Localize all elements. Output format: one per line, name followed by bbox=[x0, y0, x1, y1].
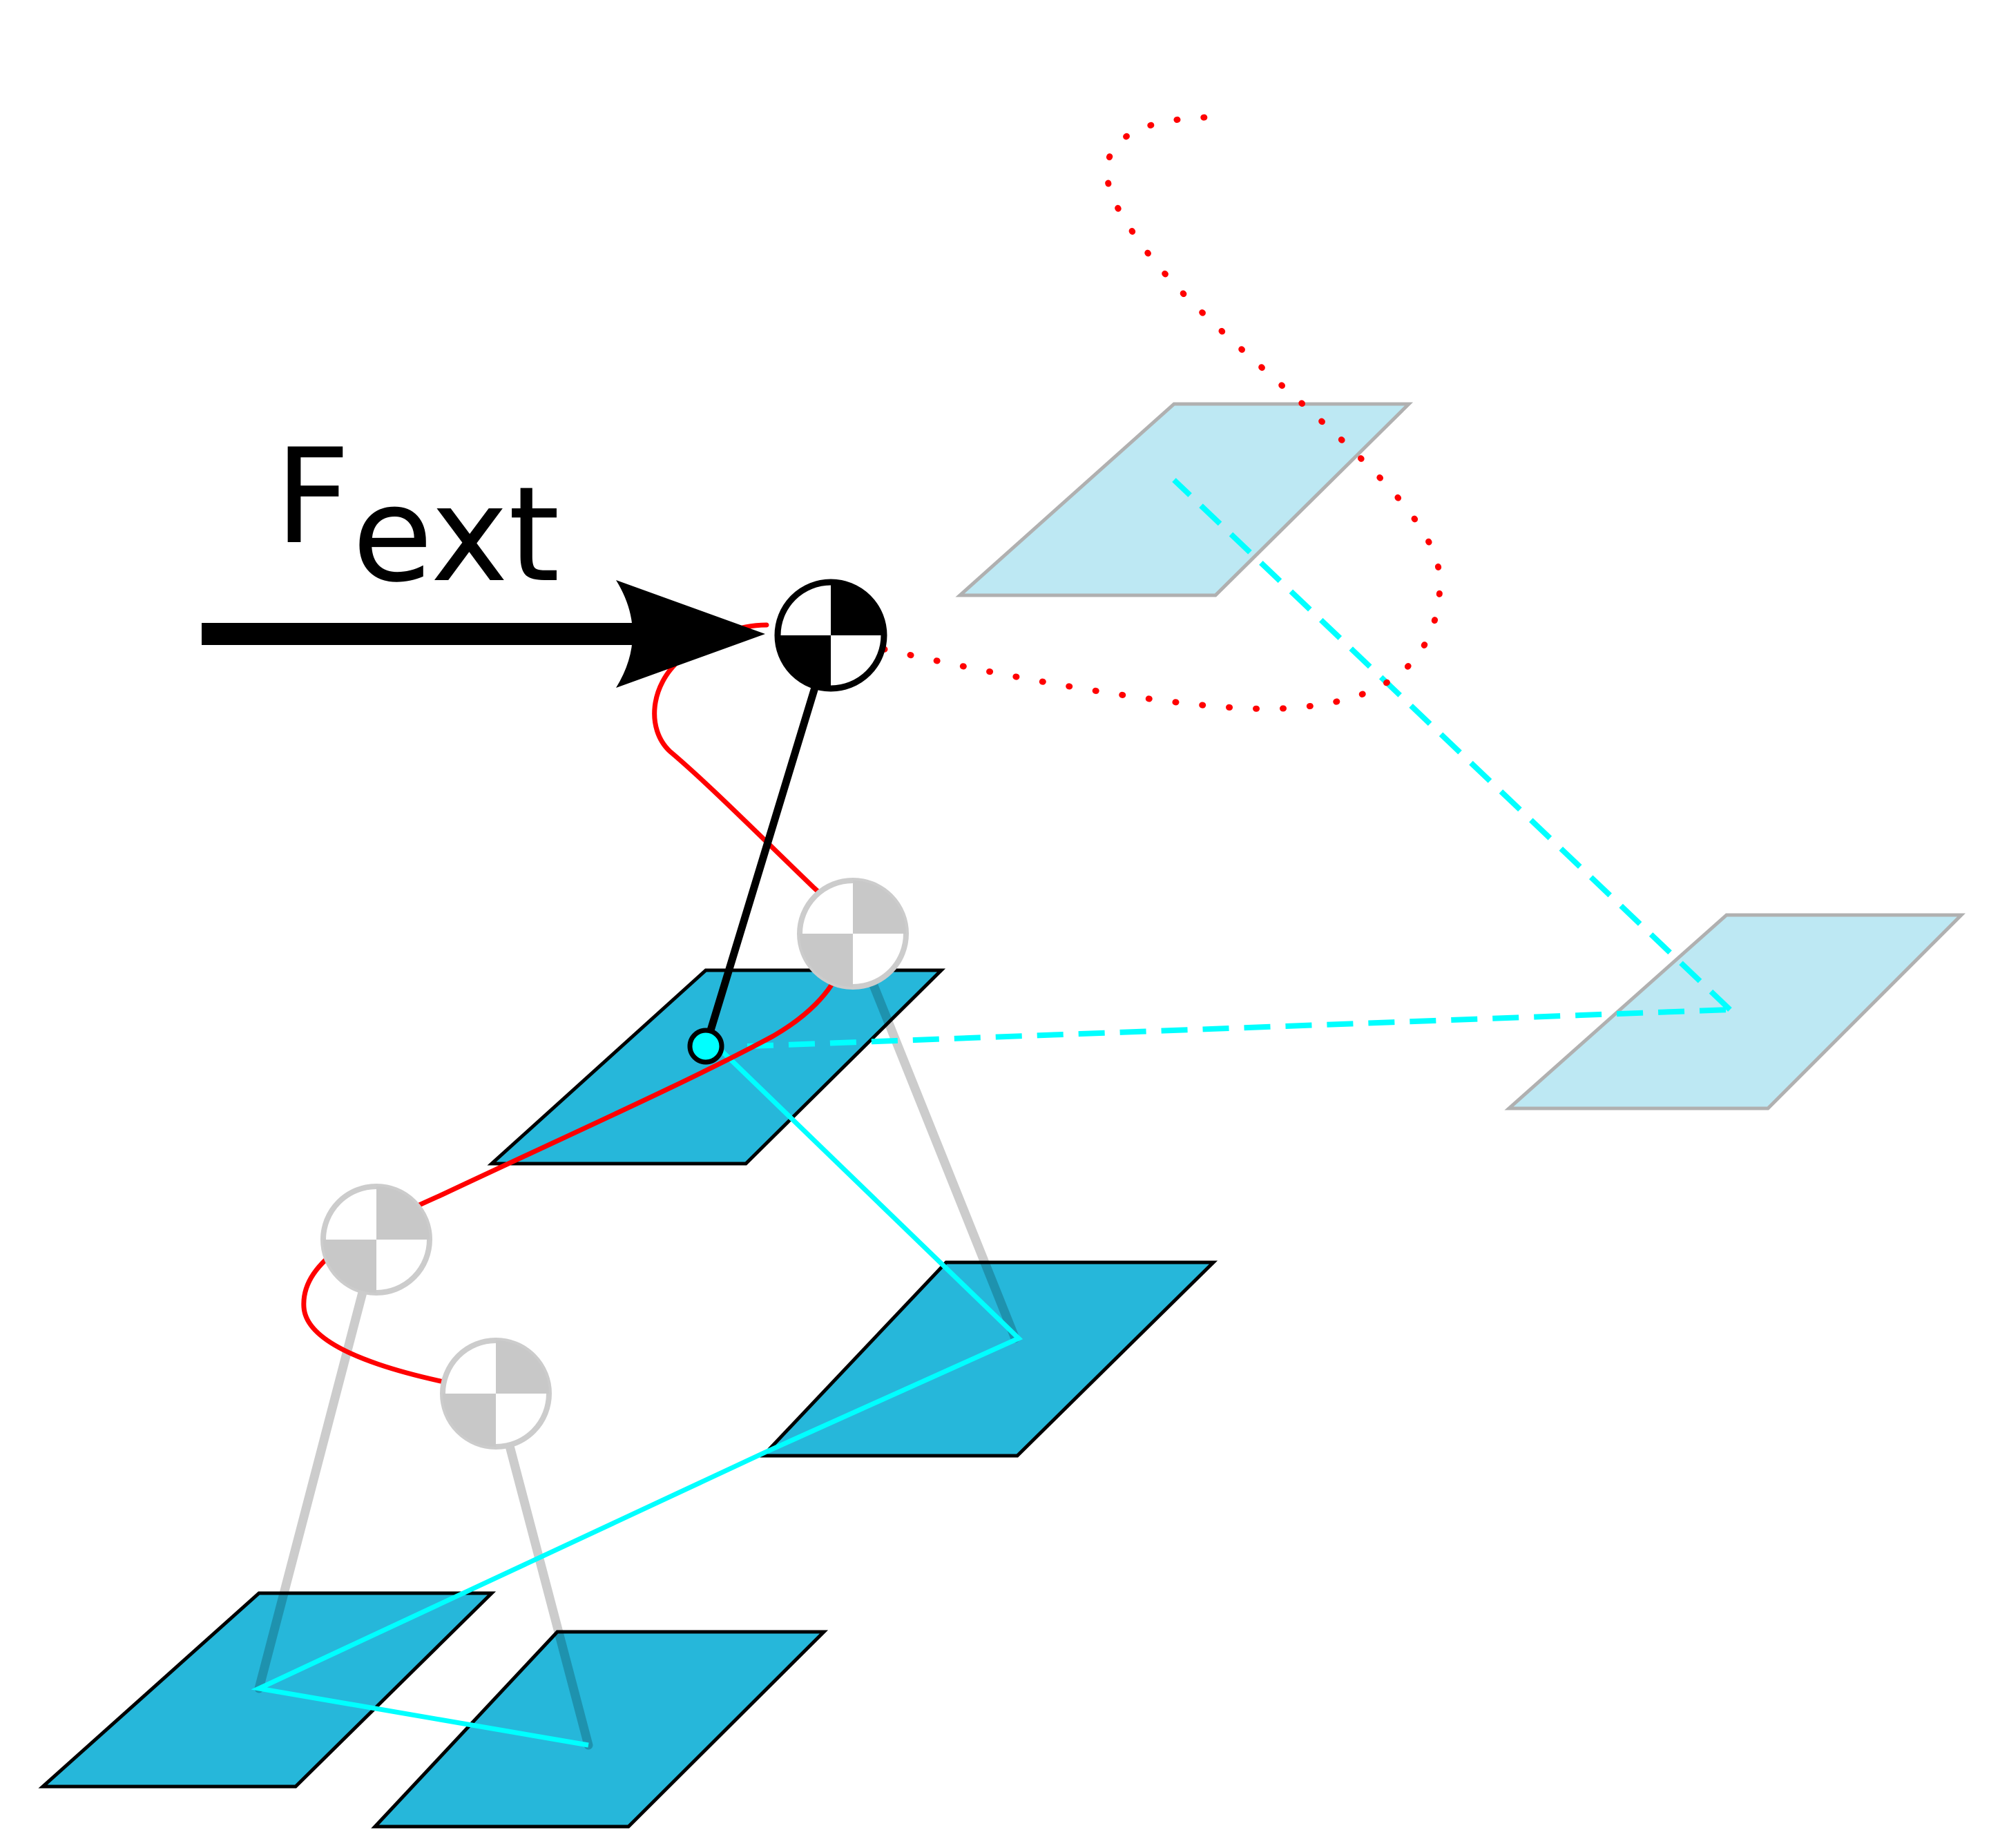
planned-path-to-upper-foothold bbox=[1172, 478, 1732, 1012]
planned-contact-path bbox=[747, 478, 1732, 1049]
arrow-right-icon bbox=[616, 580, 765, 688]
force-arrow bbox=[202, 580, 765, 688]
contact-point bbox=[687, 1028, 724, 1065]
future-foothold-right bbox=[1504, 913, 1966, 1110]
ghost-leg-3 bbox=[848, 929, 1020, 1343]
ghost-com-marker-2 bbox=[440, 1338, 552, 1450]
force-label: F ext bbox=[275, 421, 560, 611]
foothold-middle-right bbox=[759, 1260, 1218, 1458]
ghost-legs bbox=[254, 929, 1020, 1750]
ghost-leg-2 bbox=[491, 1389, 593, 1750]
foothold-bottom-center bbox=[371, 1630, 829, 1829]
ghost-com-markers bbox=[320, 878, 909, 1450]
force-label-symbol: F bbox=[275, 421, 350, 573]
current-leg bbox=[702, 631, 835, 1050]
ghost-com-marker-1 bbox=[320, 1184, 432, 1296]
com-marker bbox=[774, 579, 887, 692]
footholds bbox=[38, 968, 1218, 1829]
ghost-leg-1 bbox=[254, 1235, 381, 1693]
force-label-subscript: ext bbox=[352, 459, 560, 611]
contact-path bbox=[251, 1044, 1023, 1748]
ghost-com-marker-3 bbox=[797, 878, 909, 990]
future-footholds bbox=[955, 402, 1966, 1110]
future-foothold-upper bbox=[955, 402, 1414, 597]
com-trajectory bbox=[301, 622, 847, 1394]
